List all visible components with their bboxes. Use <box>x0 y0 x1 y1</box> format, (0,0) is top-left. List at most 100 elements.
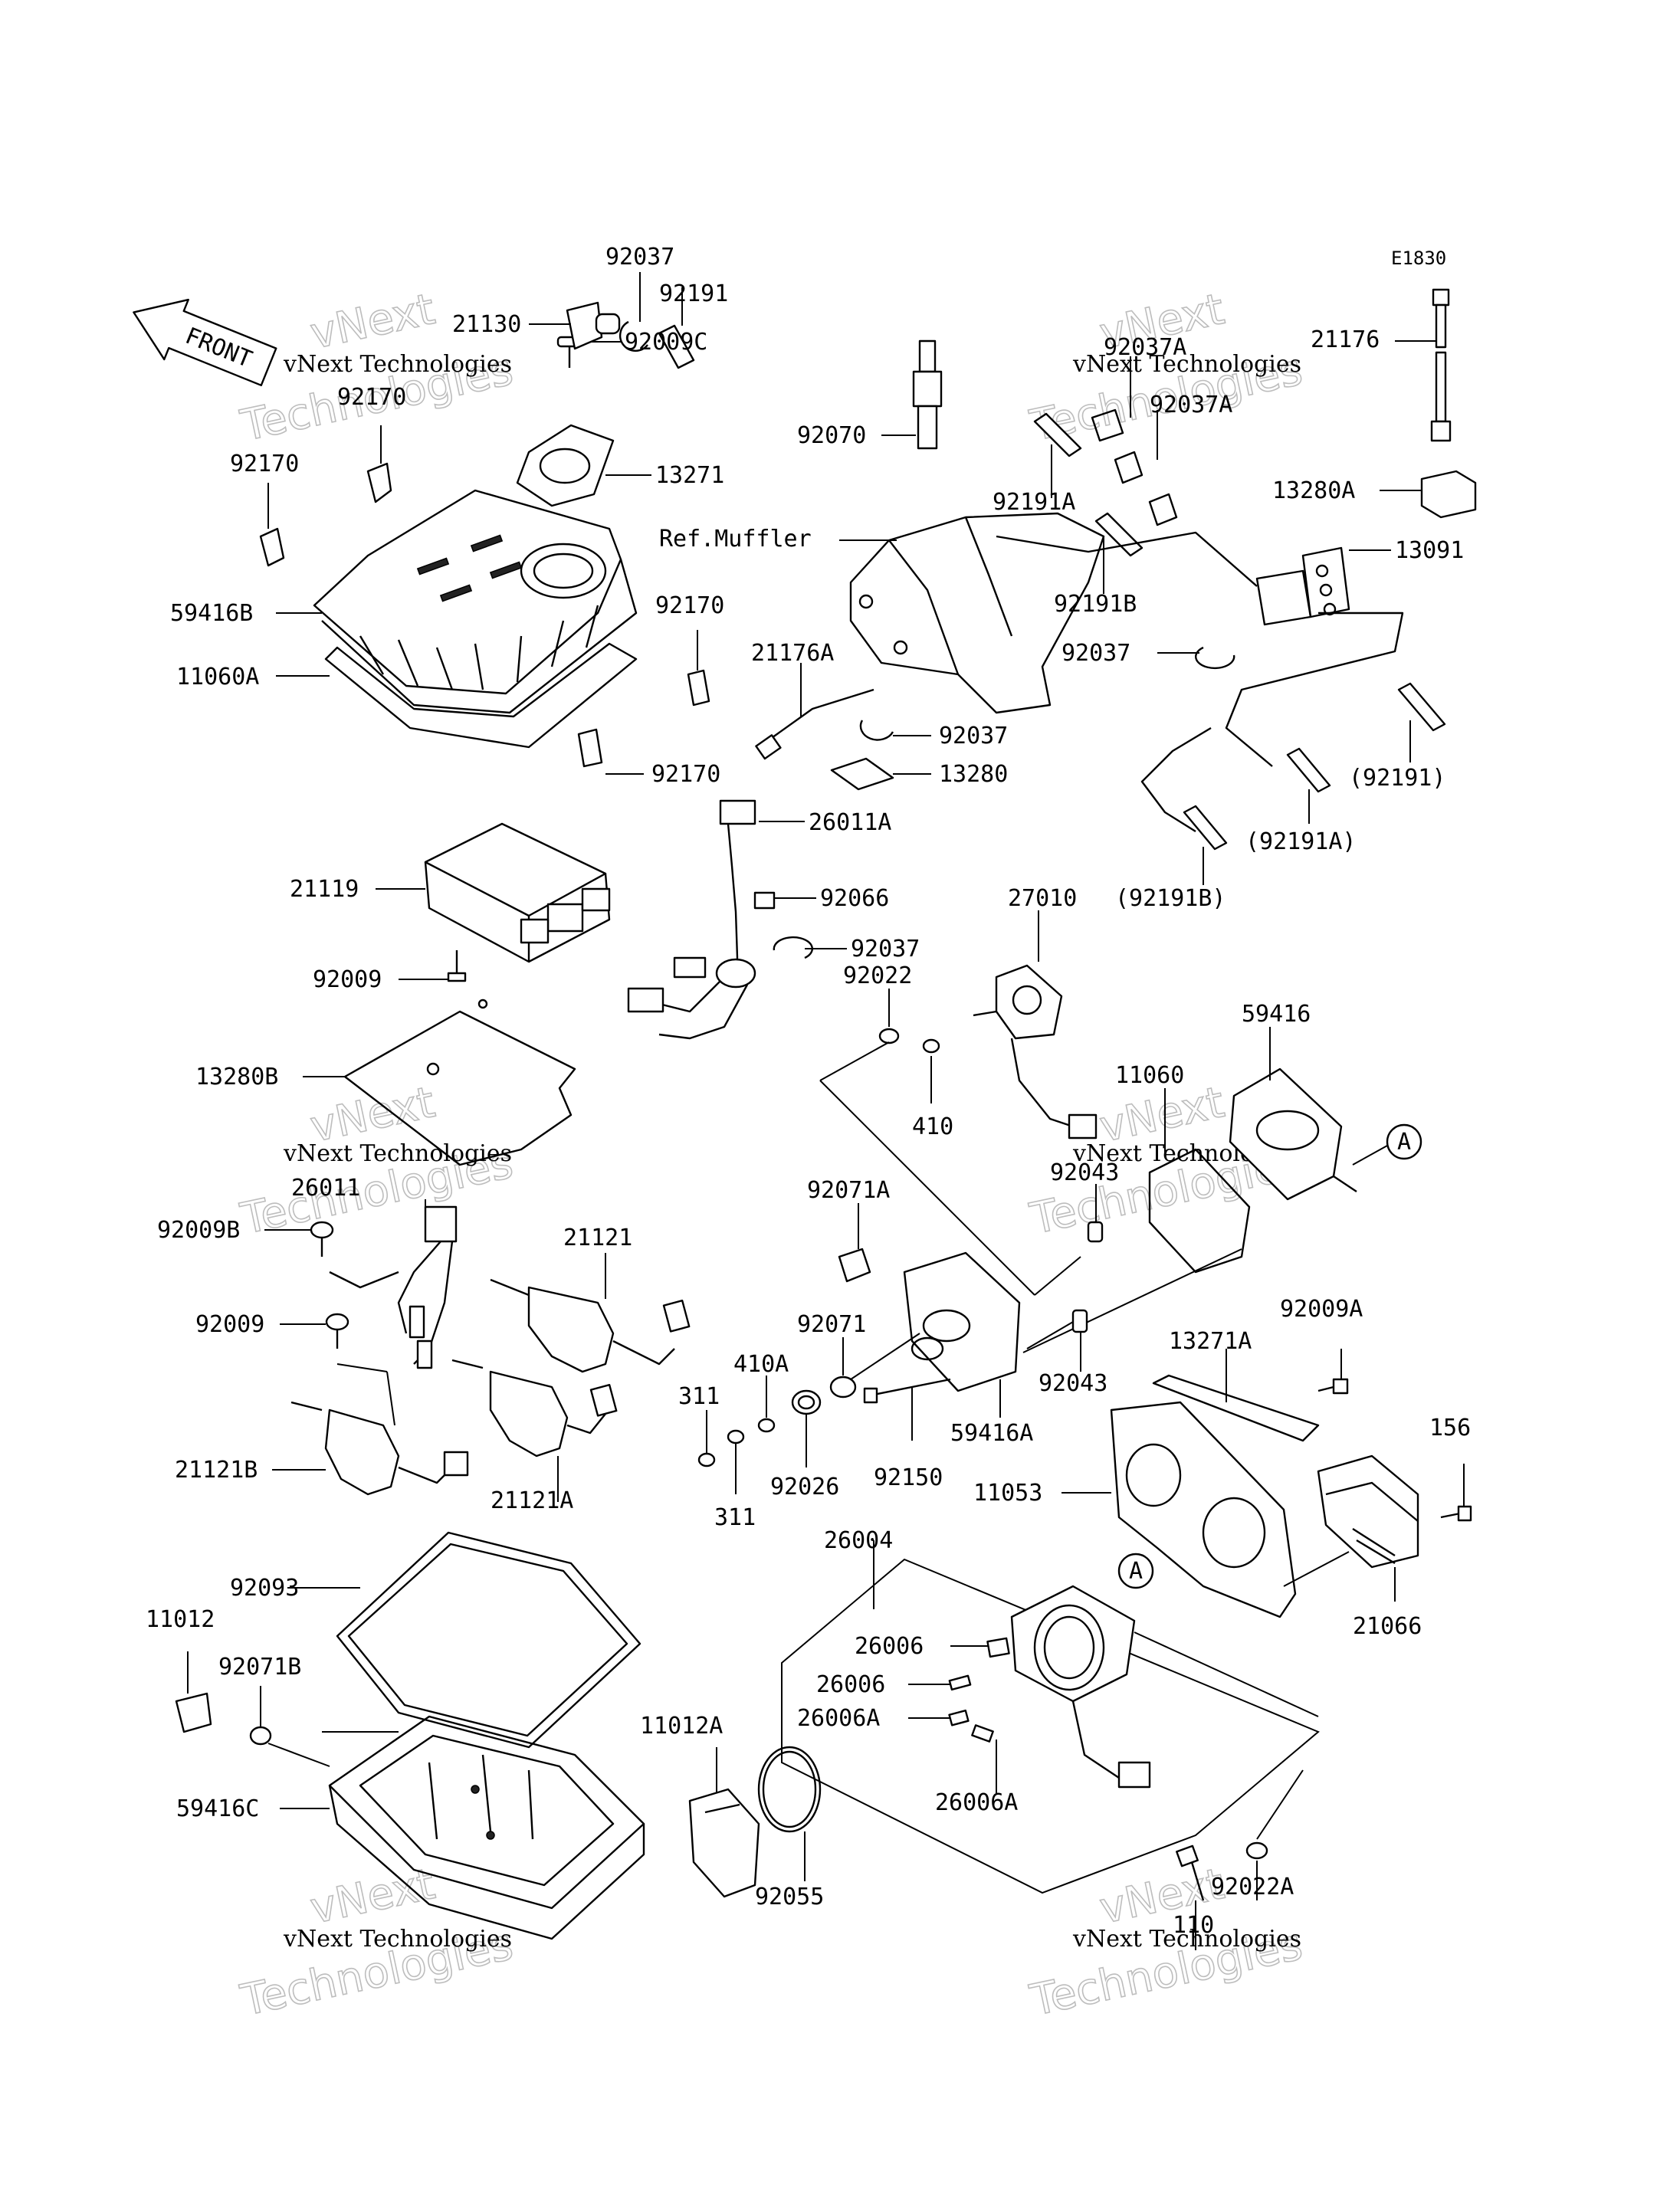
bolt-92009b <box>264 1221 334 1257</box>
junction-13091 <box>1255 546 1391 626</box>
front-arrow: FRONT <box>133 298 277 387</box>
gasket-11060 <box>1148 1088 1251 1274</box>
cap-11012a <box>688 1747 760 1898</box>
tube-92191-top <box>658 287 695 369</box>
label-26006-b: 26006 <box>816 1671 885 1698</box>
label-59416b: 59416B <box>170 600 253 627</box>
svg-text:vNext Technologies: vNext Technologies <box>283 1926 512 1953</box>
nut-311-b <box>727 1429 745 1494</box>
watermark-bottom-left: vNext Technologies vNext Technologies <box>236 1858 518 2026</box>
clip-92037-lower <box>859 720 931 741</box>
label-92009-b: 92009 <box>195 1311 264 1338</box>
oring-92055 <box>757 1746 822 1881</box>
label-11060: 11060 <box>1115 1062 1184 1089</box>
label-92055: 92055 <box>755 1884 824 1910</box>
coil-21121b <box>272 1363 469 1496</box>
label-92071b: 92071B <box>218 1654 301 1681</box>
guide-lines-lower <box>850 1321 1074 1380</box>
cover-59416 <box>1229 1027 1357 1201</box>
label-26011: 26011 <box>291 1175 360 1202</box>
label-92191a-paren: (92191A) <box>1245 828 1357 855</box>
screw-92009a <box>1317 1349 1349 1395</box>
harness-lines <box>996 531 1404 833</box>
tube-92191a-top <box>1033 412 1082 498</box>
cover-59416a <box>903 1251 1021 1418</box>
label-21176: 21176 <box>1311 326 1380 353</box>
coil-21121 <box>490 1253 691 1373</box>
plug-cap-21130 <box>529 301 621 350</box>
pad-13280 <box>830 757 931 791</box>
label-11053: 11053 <box>973 1480 1042 1507</box>
label-92191-paren: (92191) <box>1349 765 1445 792</box>
plate-13271 <box>516 424 651 507</box>
bushing-92071b <box>249 1686 272 1746</box>
label-92191a-top: 92191A <box>993 489 1075 516</box>
clip-92037-top <box>619 272 648 352</box>
bushing-92071a <box>838 1203 871 1283</box>
label-59416: 59416 <box>1242 1001 1311 1028</box>
label-21121: 21121 <box>563 1225 632 1251</box>
label-13271: 13271 <box>655 462 724 489</box>
sensor-21176a <box>755 663 874 760</box>
label-21130: 21130 <box>452 311 521 338</box>
bolt-110 <box>1176 1844 1205 1950</box>
label-59416a: 59416A <box>950 1420 1033 1447</box>
svg-text:A: A <box>1397 1129 1411 1156</box>
label-92170-c: 92170 <box>655 592 724 619</box>
bolt-156 <box>1440 1464 1472 1522</box>
label-92191b-top: 92191B <box>1054 591 1137 618</box>
label-92022: 92022 <box>843 962 912 989</box>
label-13271a: 13271A <box>1169 1328 1252 1355</box>
strap-13271a <box>1152 1349 1320 1442</box>
label-92071a: 92071A <box>807 1177 890 1204</box>
bolt-92009-b <box>280 1313 349 1349</box>
label-92191b-paren: (92191B) <box>1115 885 1226 912</box>
part-labels: 92037 21130 92191 92037A 92037A 21176 92… <box>146 244 1471 1939</box>
label-13280b: 13280B <box>195 1064 278 1090</box>
label-ref-muffler: Ref.Muffler <box>659 526 812 553</box>
watermark-top-left: vNext Technologies vNext Technologies <box>236 284 518 451</box>
label-13091: 13091 <box>1395 537 1464 564</box>
label-92009: 92009 <box>313 966 382 993</box>
washer-410 <box>922 1038 940 1103</box>
label-21066: 21066 <box>1353 1613 1422 1640</box>
label-92170-a: 92170 <box>337 384 406 411</box>
dowel-92043-b <box>1071 1309 1088 1372</box>
label-92043-b: 92043 <box>1039 1370 1107 1397</box>
spark-plug-92070 <box>881 339 943 450</box>
cdi-21119 <box>376 822 611 963</box>
label-156: 156 <box>1429 1415 1471 1441</box>
svg-text:vNext Technologies: vNext Technologies <box>1072 351 1301 378</box>
muffler-ref <box>839 512 1105 714</box>
rubber-13280a <box>1380 470 1477 519</box>
label-21121b: 21121B <box>175 1457 258 1484</box>
label-21119: 21119 <box>290 876 359 903</box>
washer-410a <box>757 1376 776 1433</box>
label-92037-lower: 92037 <box>939 723 1008 749</box>
label-11060a: 11060A <box>176 664 259 690</box>
callout-a-right: A <box>1352 1123 1422 1166</box>
bolt-92009 <box>399 950 467 982</box>
nut-311-a <box>697 1410 716 1467</box>
knob-11012 <box>175 1651 212 1733</box>
bracket-11053 <box>1061 1401 1350 1618</box>
label-21176a: 21176A <box>751 640 834 667</box>
seal-92093 <box>287 1531 641 1749</box>
callout-a-lower: A <box>1117 1553 1154 1589</box>
label-26006-a: 26006 <box>855 1633 924 1660</box>
front-label: FRONT <box>182 323 256 373</box>
washer-92022a <box>1245 1841 1268 1900</box>
bushing-92071 <box>829 1337 857 1399</box>
label-92070: 92070 <box>797 422 866 449</box>
label-92037-mid: 92037 <box>1061 640 1130 667</box>
clips-92037a <box>1091 356 1178 526</box>
rectifier-21066 <box>1317 1454 1419 1602</box>
label-92026: 92026 <box>770 1474 839 1500</box>
clip-92037-mid <box>1157 646 1235 670</box>
label-410a: 410A <box>733 1351 789 1378</box>
label-26011a: 26011A <box>809 809 891 836</box>
tube-92191b-top <box>1094 512 1144 594</box>
guide-lines-center <box>819 1041 1242 1353</box>
label-92009a: 92009A <box>1280 1296 1363 1323</box>
label-13280a: 13280A <box>1272 477 1355 504</box>
